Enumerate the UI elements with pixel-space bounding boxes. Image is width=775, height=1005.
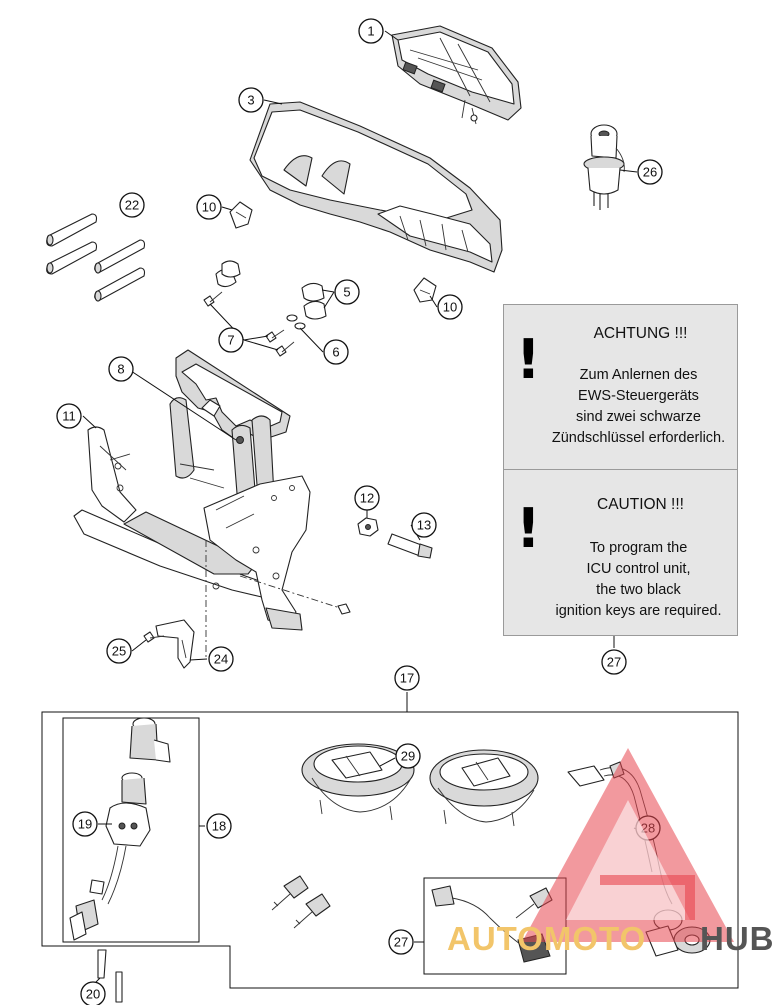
spring-clip-lower bbox=[413, 277, 437, 303]
screws bbox=[203, 291, 295, 357]
callout-11: 11 bbox=[56, 403, 82, 429]
svg-text:6: 6 bbox=[332, 345, 339, 360]
headlight-bracket-frame bbox=[73, 349, 311, 631]
callout-1: 1 bbox=[358, 18, 384, 44]
warning-heading-english: CAUTION !!! bbox=[597, 496, 684, 513]
svg-text:18: 18 bbox=[212, 819, 226, 834]
hex-bolt bbox=[387, 533, 433, 559]
svg-text:24: 24 bbox=[214, 652, 228, 667]
frame-screw bbox=[337, 603, 351, 615]
callout-10-upper: 10 bbox=[196, 194, 222, 220]
svg-text:12: 12 bbox=[360, 491, 374, 506]
fuel-tank-cap-left bbox=[301, 743, 415, 821]
callout-28: 28 bbox=[635, 815, 661, 841]
warning-notice-english: ! CAUTION !!! To program the ICU control… bbox=[503, 470, 738, 636]
svg-text:17: 17 bbox=[400, 671, 414, 686]
bracket-screw bbox=[143, 631, 165, 643]
lock-pins bbox=[97, 949, 123, 1003]
svg-text:5: 5 bbox=[343, 285, 350, 300]
exclamation-icon: ! bbox=[516, 497, 541, 560]
svg-text:19: 19 bbox=[78, 817, 92, 832]
warning-text-german: Zum Anlernen des EWS-Steuergeräts sind z… bbox=[551, 367, 726, 446]
svg-text:27: 27 bbox=[394, 935, 408, 950]
svg-text:28: 28 bbox=[641, 821, 655, 836]
fuel-tank-cap-right bbox=[429, 749, 539, 827]
callout-18: 18 bbox=[206, 813, 232, 839]
washers bbox=[286, 314, 306, 330]
callout-7: 7 bbox=[218, 327, 244, 353]
instrument-cluster bbox=[391, 25, 522, 125]
callout-24: 24 bbox=[208, 646, 234, 672]
svg-text:25: 25 bbox=[112, 644, 126, 659]
svg-text:22: 22 bbox=[125, 198, 139, 213]
assembly-axis-line-2 bbox=[239, 575, 341, 609]
callout-22: 22 bbox=[119, 192, 145, 218]
callout-25: 25 bbox=[106, 638, 132, 664]
ignition-lock-assembly bbox=[69, 717, 171, 941]
svg-text:3: 3 bbox=[247, 93, 254, 108]
callout-10-lower: 10 bbox=[437, 294, 463, 320]
svg-text:27: 27 bbox=[607, 655, 621, 670]
callout-3: 3 bbox=[238, 87, 264, 113]
watermark-text-automoto: AUTOMOTO bbox=[447, 920, 647, 957]
warning-heading-german: ACHTUNG !!! bbox=[593, 325, 688, 342]
callout-5: 5 bbox=[334, 279, 360, 305]
warning-notice-german: ! ACHTUNG !!! Zum Anlernen des EWS-Steue… bbox=[503, 304, 738, 470]
svg-text:10: 10 bbox=[443, 300, 457, 315]
callout-8: 8 bbox=[108, 356, 134, 382]
svg-text:29: 29 bbox=[401, 749, 415, 764]
callout-17: 17 bbox=[394, 665, 420, 691]
rubber-grips bbox=[46, 213, 146, 302]
callout-12: 12 bbox=[354, 485, 380, 511]
svg-text:10: 10 bbox=[202, 200, 216, 215]
svg-text:26: 26 bbox=[643, 165, 657, 180]
svg-text:13: 13 bbox=[417, 518, 431, 533]
callout-6: 6 bbox=[323, 339, 349, 365]
rubber-bushings bbox=[215, 260, 327, 320]
svg-text:11: 11 bbox=[62, 409, 76, 424]
exclamation-icon: ! bbox=[516, 328, 541, 391]
callout-27-upper: 27 bbox=[601, 649, 627, 675]
kit-group-outline bbox=[41, 711, 739, 989]
svg-text:20: 20 bbox=[86, 987, 100, 1002]
hex-nut bbox=[357, 517, 379, 537]
lock-set-inset-outline bbox=[62, 717, 200, 943]
callout-20: 20 bbox=[80, 981, 106, 1005]
spring-clip-upper bbox=[229, 201, 253, 229]
callout-29: 29 bbox=[395, 743, 421, 769]
headlight-mask bbox=[249, 101, 503, 273]
ignition-lock-cylinder bbox=[583, 124, 625, 210]
mounting-bracket bbox=[155, 619, 195, 669]
callout-26: 26 bbox=[637, 159, 663, 185]
callout-13: 13 bbox=[411, 512, 437, 538]
ignition-keys bbox=[271, 875, 331, 929]
callout-27-lower: 27 bbox=[388, 929, 414, 955]
watermark-text-hub: HUB bbox=[700, 920, 775, 957]
callout-19: 19 bbox=[72, 811, 98, 837]
warning-text-english: To program the ICU control unit, the two… bbox=[555, 540, 722, 619]
svg-text:7: 7 bbox=[227, 333, 234, 348]
svg-text:8: 8 bbox=[117, 362, 124, 377]
svg-text:1: 1 bbox=[367, 24, 374, 39]
